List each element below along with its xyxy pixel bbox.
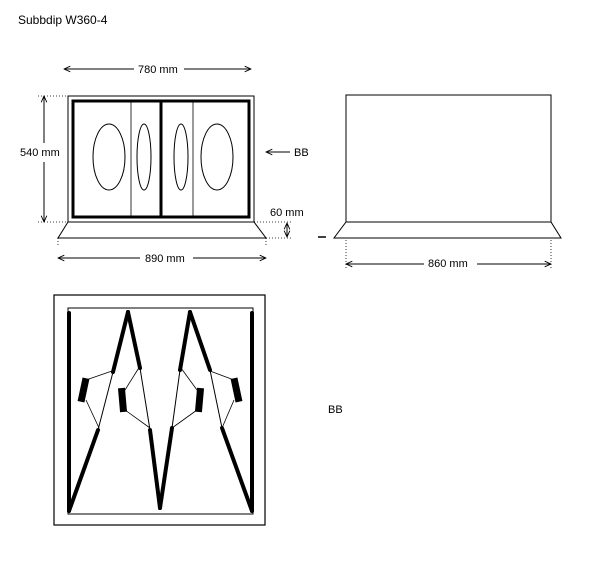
w-baffles <box>67 310 254 513</box>
side-view <box>333 94 562 268</box>
section-drivers <box>77 377 243 413</box>
section-marker-label: BB <box>294 147 309 159</box>
section-outer-border <box>53 294 266 526</box>
front-base-width-label: 890 mm <box>145 253 185 265</box>
base-height-label: 60 mm <box>270 207 304 219</box>
front-base-plate <box>57 221 267 239</box>
side-cabinet-outline <box>345 94 552 223</box>
driver-right-inner <box>173 123 189 191</box>
drawing-title: Subbdip W360-4 <box>18 13 108 27</box>
side-base-plate <box>333 221 562 239</box>
side-base-width-label: 860 mm <box>428 258 468 270</box>
section-view <box>53 294 266 526</box>
section-inner-border <box>67 307 254 515</box>
driver-right-outer <box>200 123 234 191</box>
driver-left-inner <box>136 123 152 191</box>
section-view-label: BB <box>328 404 343 416</box>
front-height-label: 540 mm <box>20 147 60 159</box>
driver-left-outer <box>92 123 126 191</box>
front-width-label: 780 mm <box>138 64 178 76</box>
front-view <box>38 69 292 258</box>
